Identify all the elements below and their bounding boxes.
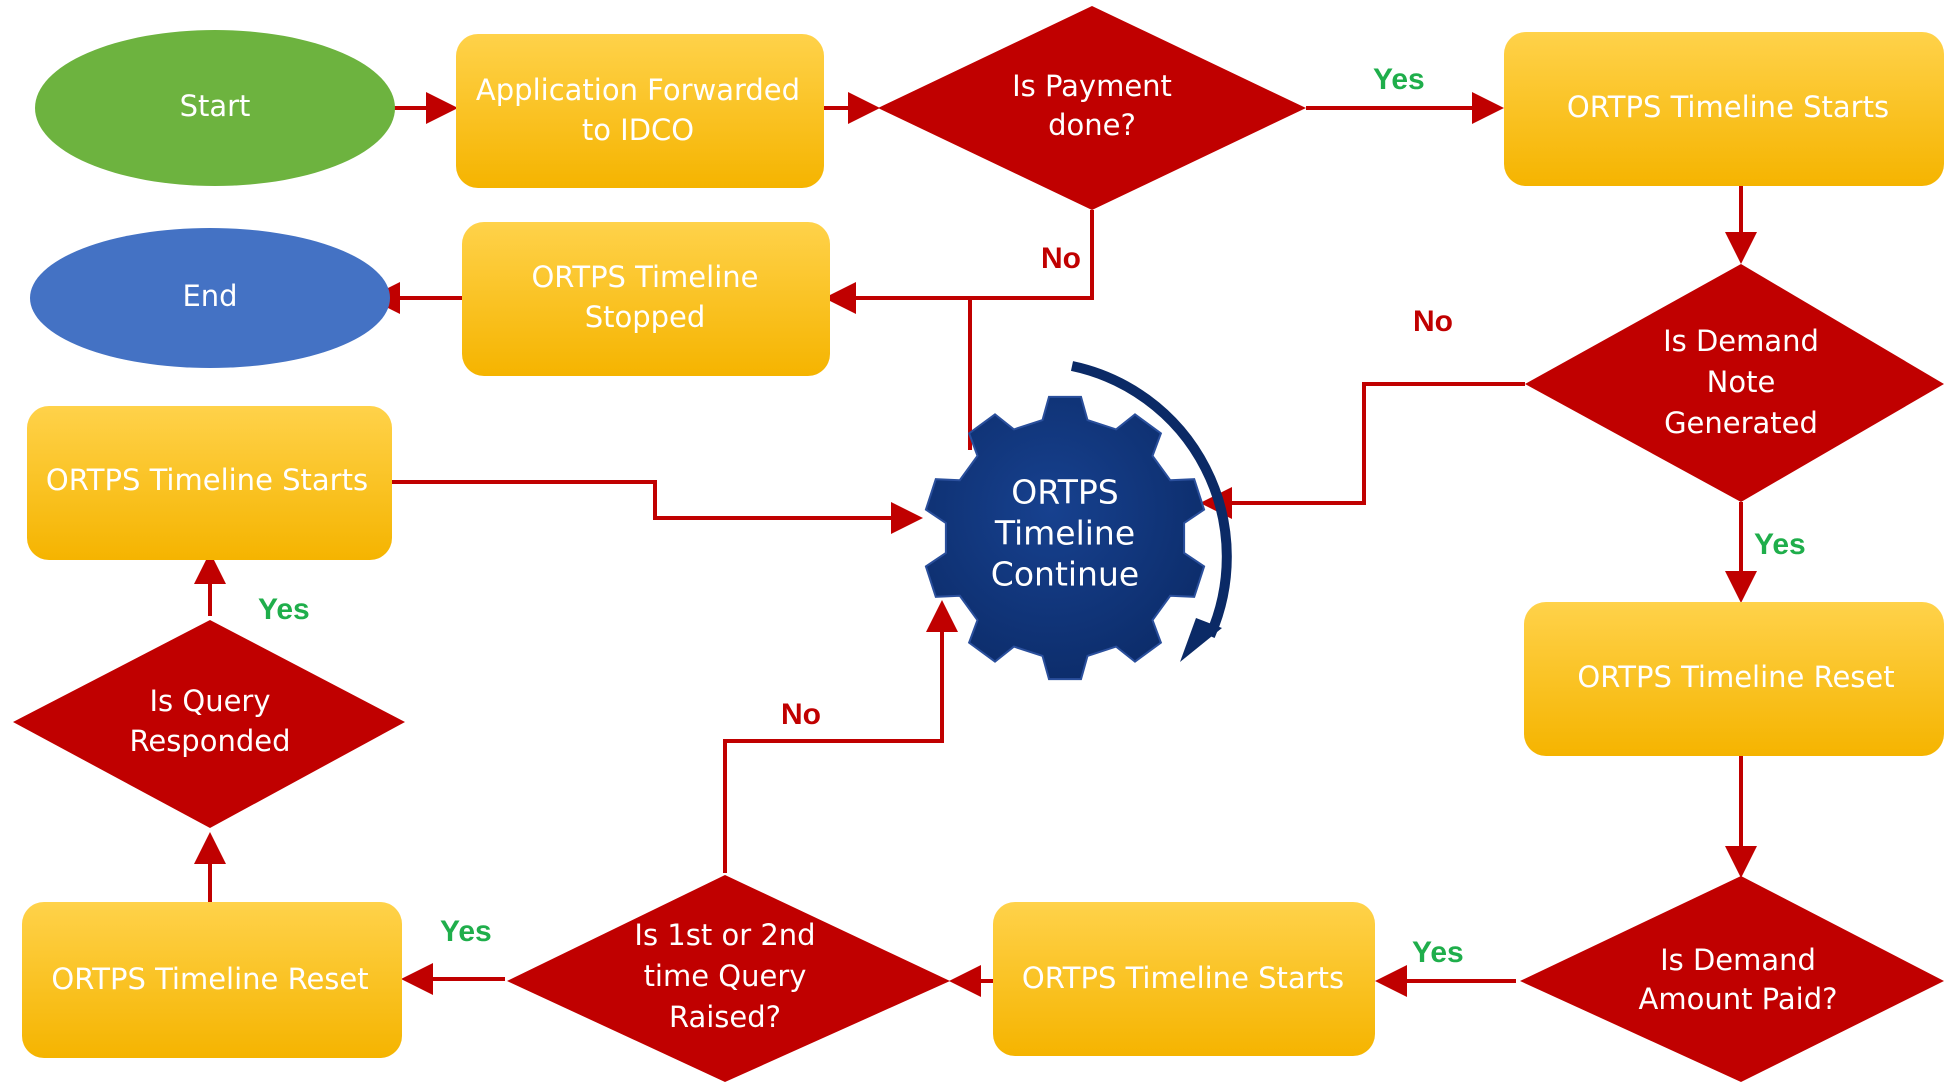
application-forwarded-line-1: Application Forwarded: [476, 73, 800, 107]
timeline-starts-top-box: ORTPS Timeline Starts: [1504, 32, 1944, 186]
is-demand-note-line-1: Is Demand: [1663, 324, 1819, 358]
label-query-responded-yes: Yes: [258, 593, 310, 626]
edge-payment-no-to-stopped: [824, 210, 1094, 314]
timeline-reset-left-box: ORTPS Timeline Reset: [22, 902, 402, 1058]
timeline-stopped-box: ORTPS Timeline Stopped: [462, 222, 830, 376]
is-payment-done-line-2: done?: [1048, 108, 1136, 142]
timeline-starts-left-box: ORTPS Timeline Starts: [27, 406, 392, 560]
label-amount-paid-yes: Yes: [1412, 936, 1464, 969]
timeline-reset-left-label: ORTPS Timeline Reset: [51, 962, 368, 996]
end-label: End: [182, 279, 237, 313]
timeline-continue-line-1: ORTPS: [1011, 473, 1119, 512]
end-node: End: [30, 228, 390, 368]
label-query-raised-yes: Yes: [440, 915, 492, 948]
timeline-continue-line-3: Continue: [991, 555, 1139, 594]
timeline-starts-left-label: ORTPS Timeline Starts: [46, 463, 368, 497]
is-demand-amount-paid-line-2: Amount Paid?: [1639, 982, 1838, 1016]
start-node: Start: [35, 30, 395, 186]
edges: [194, 92, 1757, 997]
edge-starts-left-to-gear: [392, 480, 923, 534]
gear-icon: [924, 395, 1206, 681]
is-query-responded-diamond: Is Query Responded: [13, 620, 405, 828]
edge-demand-note-no-to-gear: [1200, 382, 1525, 519]
is-query-raised-line-2: time Query: [644, 959, 807, 993]
is-query-raised-line-3: Raised?: [669, 1000, 781, 1034]
is-query-raised-line-1: Is 1st or 2nd: [634, 918, 815, 952]
label-demand-note-no: No: [1413, 305, 1453, 338]
label-query-raised-no: No: [781, 698, 821, 731]
is-demand-amount-paid-diamond: Is Demand Amount Paid?: [1520, 876, 1944, 1082]
timeline-continue-gear: ORTPS Timeline Continue: [924, 361, 1232, 681]
timeline-starts-bottom-box: ORTPS Timeline Starts: [993, 902, 1375, 1056]
is-demand-note-line-3: Generated: [1664, 406, 1818, 440]
timeline-stopped-line-2: Stopped: [585, 300, 706, 334]
application-forwarded-box: Application Forwarded to IDCO: [456, 34, 824, 188]
is-query-raised-diamond: Is 1st or 2nd time Query Raised?: [507, 875, 950, 1082]
is-demand-note-line-2: Note: [1707, 365, 1776, 399]
timeline-starts-bottom-label: ORTPS Timeline Starts: [1022, 961, 1344, 995]
is-query-responded-line-1: Is Query: [149, 684, 270, 718]
circular-arrow-head-icon: [1180, 618, 1222, 662]
timeline-starts-top-label: ORTPS Timeline Starts: [1567, 90, 1889, 124]
timeline-reset-right-label: ORTPS Timeline Reset: [1577, 660, 1894, 694]
application-forwarded-line-2: to IDCO: [582, 113, 694, 147]
label-payment-yes: Yes: [1373, 63, 1425, 96]
edge-query-raised-no-to-gear: [723, 600, 958, 873]
timeline-stopped-line-1: ORTPS Timeline: [531, 260, 758, 294]
start-label: Start: [180, 89, 251, 123]
is-demand-amount-paid-line-1: Is Demand: [1660, 943, 1816, 977]
timeline-continue-line-2: Timeline: [994, 514, 1135, 553]
circular-arrow-icon: [1070, 361, 1232, 639]
is-payment-done-line-1: Is Payment: [1012, 69, 1172, 103]
label-payment-no: No: [1041, 242, 1081, 275]
is-query-responded-line-2: Responded: [130, 724, 291, 758]
label-demand-note-yes: Yes: [1754, 528, 1806, 561]
is-demand-note-generated-diamond: Is Demand Note Generated: [1525, 264, 1944, 502]
is-payment-done-diamond: Is Payment done?: [878, 6, 1306, 210]
timeline-reset-right-box: ORTPS Timeline Reset: [1524, 602, 1944, 756]
